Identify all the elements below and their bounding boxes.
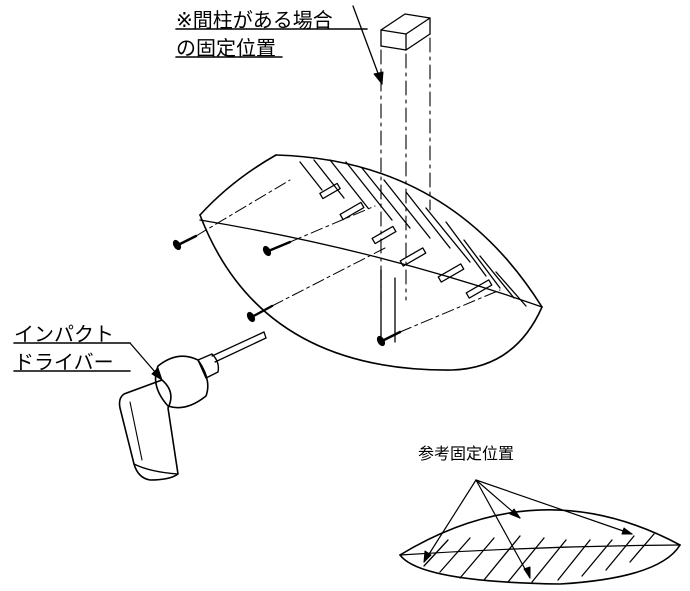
- stud-note-leader: [175, 5, 384, 85]
- screw-3: [246, 247, 386, 323]
- stud-note-line2: の固定位置: [176, 36, 276, 60]
- impact-driver-label-line1: インパクト: [14, 322, 114, 346]
- screws: [172, 179, 501, 347]
- screw-1: [172, 179, 291, 251]
- reference-position-title: 参考固定位置: [418, 444, 515, 463]
- stud-post: [380, 13, 431, 343]
- stud-note-line1: ※間柱がある場合: [176, 8, 333, 32]
- impact-driver-label-line2: ドライバー: [14, 350, 114, 374]
- reference-basket: [399, 479, 681, 585]
- screw-2: [262, 205, 376, 257]
- basket-main: [199, 154, 543, 371]
- driver-leader: [13, 342, 163, 381]
- screw-4: [376, 289, 501, 347]
- impact-driver: [118, 331, 267, 481]
